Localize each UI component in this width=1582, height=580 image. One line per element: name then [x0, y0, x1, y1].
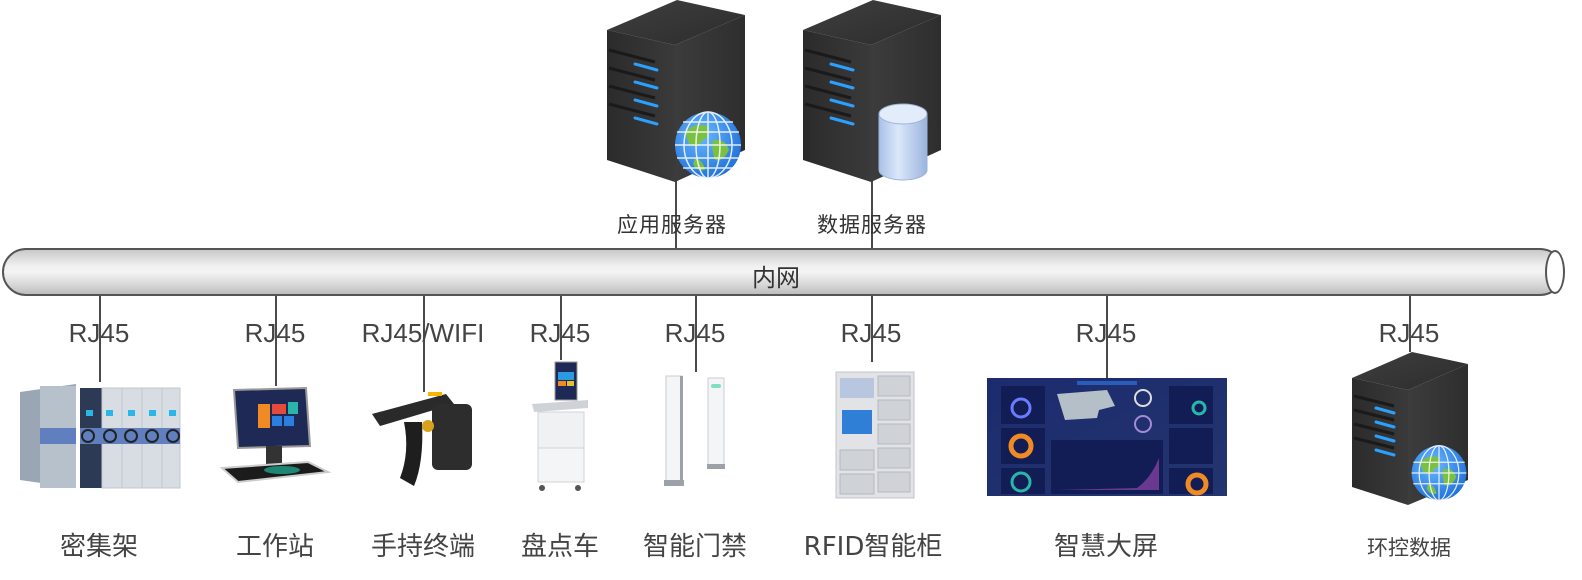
connection-label: RJ45: [68, 318, 130, 348]
rfid-cabinet-icon: [835, 371, 915, 499]
app-server[interactable]: [605, 0, 745, 185]
device-connector: [560, 296, 562, 360]
intranet-backbone: [2, 248, 1564, 296]
intranet-label: 内网: [752, 264, 800, 292]
device-handheld-terminal[interactable]: [370, 392, 476, 492]
connection-label: RJ45: [840, 318, 902, 348]
app-server-connector: [675, 180, 677, 250]
app-server-label: 应用服务器: [617, 213, 727, 237]
device-label: 工作站: [235, 532, 315, 562]
intranet-pipe-end: [1545, 250, 1565, 294]
workstation-icon: [219, 386, 332, 484]
globe-icon: [1411, 445, 1467, 501]
device-smart-gate[interactable]: [662, 372, 732, 490]
device-connector: [423, 296, 425, 392]
connection-label: RJ45: [664, 318, 726, 348]
connection-label: RJ45: [1378, 318, 1440, 348]
database-cylinder-icon: [878, 103, 928, 181]
device-dashboard-screen[interactable]: [987, 378, 1227, 496]
device-connector: [275, 296, 277, 386]
compact-shelving-icon: [20, 384, 181, 489]
device-connector: [99, 296, 101, 382]
inventory-cart-icon: [532, 361, 588, 491]
connection-label: RJ45: [244, 318, 306, 348]
data-server-label: 数据服务器: [817, 213, 927, 237]
device-label: RFID智能柜: [803, 532, 943, 562]
handheld-rfid-reader-icon: [372, 392, 472, 486]
access-gate-icon: [664, 375, 725, 486]
device-environment-server[interactable]: [1350, 352, 1470, 507]
device-inventory-cart[interactable]: [530, 360, 592, 495]
device-connector: [1409, 296, 1411, 352]
connection-label: RJ45: [529, 318, 591, 348]
device-connector: [695, 296, 697, 372]
device-workstation[interactable]: [219, 386, 332, 488]
globe-icon: [675, 111, 741, 179]
device-label: 手持终端: [370, 532, 476, 562]
data-server[interactable]: [801, 0, 941, 185]
data-server-connector: [871, 180, 873, 250]
dashboard-screen-icon: [987, 378, 1227, 496]
device-label: 环控数据: [1367, 536, 1451, 560]
device-compact-shelving[interactable]: [18, 380, 183, 495]
connection-label: RJ45/WIFI: [361, 318, 485, 348]
device-label: 智慧大屏: [1053, 532, 1159, 562]
device-label: 密集架: [59, 532, 139, 562]
device-connector: [1106, 296, 1108, 378]
device-connector: [871, 296, 873, 362]
device-label: 智能门禁: [642, 532, 748, 562]
environment-server-icon: [1352, 352, 1468, 505]
device-rfid-cabinet[interactable]: [832, 370, 920, 505]
device-label: 盘点车: [520, 532, 600, 562]
connection-label: RJ45: [1075, 318, 1137, 348]
